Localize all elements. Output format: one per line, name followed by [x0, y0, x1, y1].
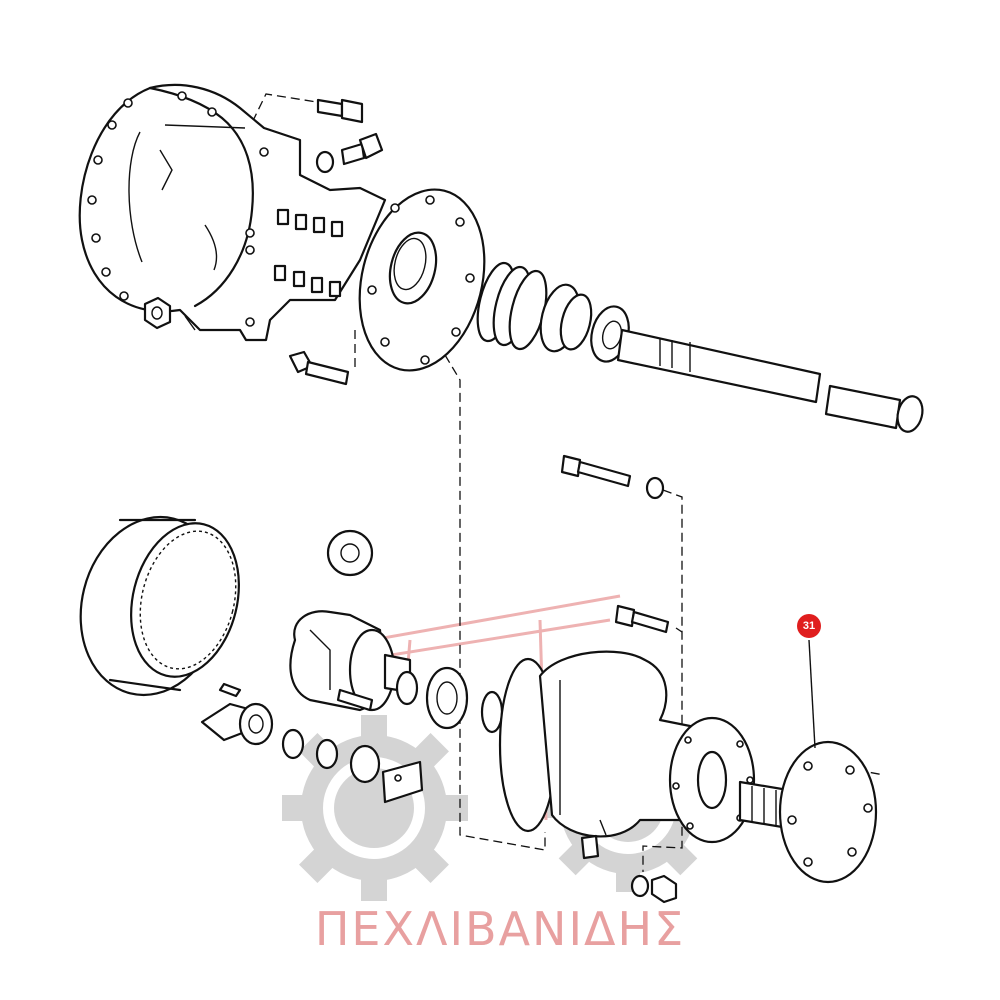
washer-small [315, 738, 339, 770]
axle-housing [78, 83, 387, 342]
output-flange-part-31 [738, 740, 878, 884]
needle-bearing [281, 728, 305, 760]
shaft-spring-rings [476, 261, 593, 353]
drain-plug [580, 834, 600, 860]
ring-gear [79, 515, 240, 697]
washer [315, 150, 335, 174]
hex-bolt-top [316, 98, 364, 124]
final-drive-housing [498, 650, 702, 838]
socket-bolt-lower [614, 604, 670, 634]
seal-ring [480, 690, 504, 734]
housing-cooling-fins [273, 208, 344, 298]
callout-31-badge: 31 [797, 614, 821, 638]
hex-bolt-middle [340, 132, 384, 166]
socket-bolt-upper [560, 454, 632, 488]
drive-shaft [616, 328, 924, 433]
watermark-text: ΠΕΧΛΙΒΑΝΙΔΗΣ [314, 902, 686, 956]
planet-gear-top [326, 529, 374, 577]
o-ring [395, 670, 419, 706]
hex-nut-bottom [630, 874, 678, 904]
housing-bolt-holes [87, 91, 269, 327]
hex-bolt-lower [288, 350, 350, 386]
planet-gear-left [238, 702, 274, 746]
housing-flange [358, 188, 486, 372]
hub-flange [668, 716, 756, 844]
planet-carrier [289, 610, 412, 712]
carrier-pin [336, 688, 374, 712]
lock-plate [381, 760, 424, 804]
washer-upper [645, 476, 665, 500]
callout-leader-line [808, 639, 816, 749]
bearing [425, 666, 469, 730]
hex-nut-left [143, 296, 172, 330]
planet-gear-right [349, 744, 381, 784]
roller-pin [218, 682, 242, 698]
